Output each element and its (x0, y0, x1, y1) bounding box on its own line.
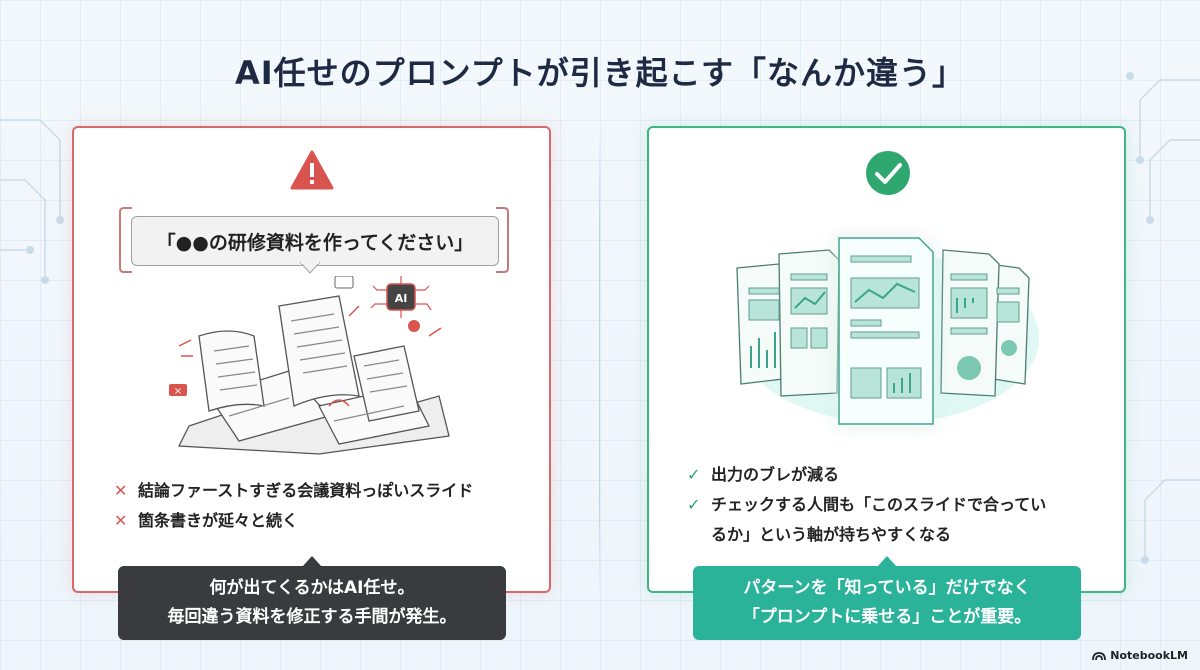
good-callout: パターンを「知っている」だけでなく 「プロンプトに乗せる」ことが重要。 (693, 566, 1081, 640)
check-circle-icon (866, 151, 910, 195)
bad-result-item: ✕ 箇条書きが延々と続く (114, 506, 534, 536)
warning-icon (290, 150, 334, 190)
good-result-list: ✓ 出力のブレが減る ✓ チェックする人間も「このスライドで合ってい るか」とい… (687, 460, 1107, 550)
bad-callout: 何が出てくるかはAI任せ。 毎回違う資料を修正する手間が発生。 (118, 566, 506, 640)
cross-icon: ✕ (114, 481, 128, 500)
check-icon: ✓ (687, 465, 701, 484)
good-result-item: ✓ チェックする人間も「このスライドで合ってい るか」という軸が持ちやすくなる (687, 490, 1107, 550)
prompt-frame (119, 207, 509, 273)
speech-tail (300, 262, 320, 274)
cross-icon: ✕ (114, 511, 128, 530)
prompt-speech-bubble: 「●●の研修資料を作ってください」 (131, 216, 499, 266)
messy-documents-illustration: AI × (169, 276, 450, 455)
circuit-decoration-left (0, 119, 64, 284)
good-example-card: ✓ 出力のブレが減る ✓ チェックする人間も「このスライドで合ってい るか」とい… (647, 126, 1126, 593)
circuit-decoration-right (1126, 72, 1200, 564)
page-title: AI任せのプロンプトが引き起こす「なんか違う」 (234, 54, 966, 92)
center-divider (599, 130, 600, 600)
svg-text:×: × (174, 386, 182, 397)
good-callout-tail (877, 556, 897, 567)
bad-callout-tail (302, 556, 322, 567)
check-icon: ✓ (687, 495, 701, 514)
ai-chip-label: AI (395, 292, 408, 305)
good-result-item: ✓ 出力のブレが減る (687, 460, 1107, 490)
notebooklm-icon (1092, 651, 1107, 660)
bad-example-card: 「●●の研修資料を作ってください」 AI (72, 126, 551, 593)
bad-result-list: ✕ 結論ファーストすぎる会議資料っぽいスライド ✕ 箇条書きが延々と続く (114, 476, 534, 536)
notebooklm-logo: NotebookLM (1092, 649, 1188, 662)
bad-result-item: ✕ 結論ファーストすぎる会議資料っぽいスライド (114, 476, 534, 506)
organized-documents-illustration (736, 237, 1039, 425)
notebooklm-label: NotebookLM (1110, 649, 1188, 662)
